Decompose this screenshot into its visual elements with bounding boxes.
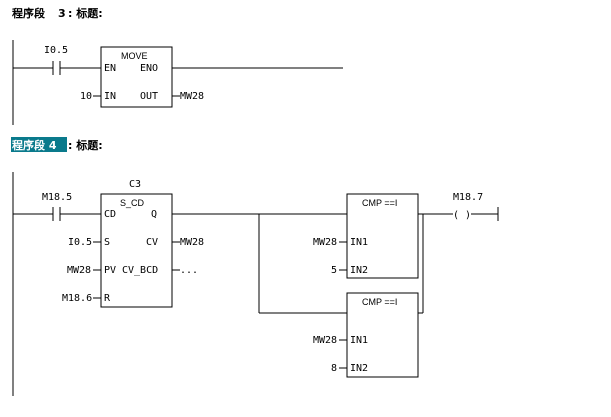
move-out-value[interactable]: MW28 [180, 91, 204, 102]
network-4-contact-label: M18.5 [42, 192, 72, 203]
counter-block[interactable]: S_CD CD Q S CV PV CV_BCD R [100, 193, 173, 308]
counter-cv-bcd-pin: CV_BCD [122, 265, 158, 276]
network-3-label: 程序段 [12, 6, 45, 20]
network-4-header[interactable]: 程序段 4 : 标题: [11, 137, 103, 152]
move-eno-pin: ENO [140, 63, 158, 74]
network-3-header[interactable]: 程序段 3 : 标题: [12, 6, 103, 20]
counter-cv-value[interactable]: MW28 [180, 237, 204, 248]
counter-cv-bcd-value[interactable]: ... [180, 265, 198, 276]
compare-1-in2-value[interactable]: 5 [331, 265, 337, 276]
move-block[interactable]: MOVE EN ENO IN OUT [100, 46, 173, 108]
counter-r-value[interactable]: M18.6 [62, 293, 92, 304]
counter-q-pin: Q [151, 209, 157, 220]
counter-cd-pin: CD [104, 209, 116, 220]
move-in-value[interactable]: 10 [80, 91, 92, 102]
coil-label: M18.7 [453, 192, 483, 203]
move-en-pin: EN [104, 63, 116, 74]
network-4-title: : 标题: [68, 138, 103, 152]
counter-name[interactable]: C3 [129, 179, 141, 190]
compare-2-in2-value[interactable]: 8 [331, 363, 337, 374]
move-block-title: MOVE [121, 51, 148, 61]
network-4-selection [11, 137, 67, 152]
counter-s-value[interactable]: I0.5 [68, 237, 92, 248]
counter-s-pin: S [104, 237, 110, 248]
compare-1-in2-pin: IN2 [350, 265, 368, 276]
coil-symbol[interactable]: ( ) [453, 210, 471, 221]
compare-1-in1-value[interactable]: MW28 [313, 237, 337, 248]
compare-block-2[interactable]: CMP ==I IN1 IN2 [346, 292, 419, 378]
network-3-title: : 标题: [68, 6, 103, 20]
move-out-pin: OUT [140, 91, 158, 102]
compare-2-in1-value[interactable]: MW28 [313, 335, 337, 346]
counter-pv-value[interactable]: MW28 [67, 265, 91, 276]
compare-2-title: CMP ==I [362, 297, 397, 307]
move-in-pin: IN [104, 91, 116, 102]
compare-2-in1-pin: IN1 [350, 335, 368, 346]
network-4-label: 程序段 4 [12, 138, 57, 152]
compare-2-in2-pin: IN2 [350, 363, 368, 374]
compare-1-in1-pin: IN1 [350, 237, 368, 248]
network-3-number: 3 [58, 7, 66, 20]
counter-type: S_CD [120, 198, 145, 208]
counter-pv-pin: PV [104, 265, 116, 276]
compare-block-1[interactable]: CMP ==I IN1 IN2 [346, 193, 419, 279]
compare-1-title: CMP ==I [362, 198, 397, 208]
network-4-contact[interactable] [52, 207, 61, 221]
network-3-contact-label: I0.5 [44, 45, 68, 56]
network-3-contact[interactable] [52, 61, 61, 75]
counter-r-pin: R [104, 293, 111, 304]
counter-cv-pin: CV [146, 237, 158, 248]
